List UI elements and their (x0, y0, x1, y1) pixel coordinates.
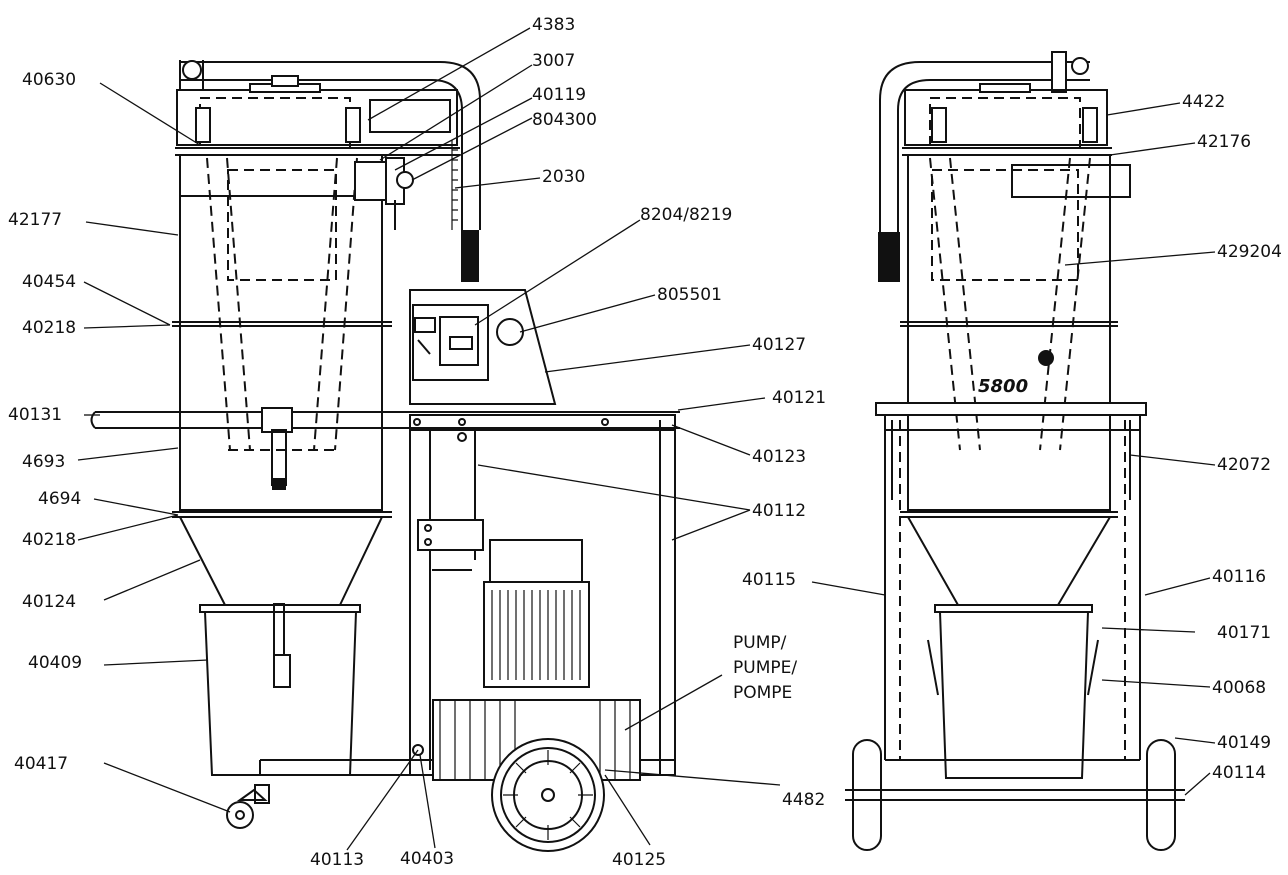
callout-804300: 804300 (532, 110, 597, 130)
callout-40630: 40630 (22, 70, 76, 90)
callout-4693: 4693 (22, 452, 65, 472)
callout-40127: 40127 (752, 335, 806, 355)
callout-42177: 42177 (8, 210, 62, 230)
callout-8204-8219: 8204/8219 (640, 205, 732, 225)
callout-805501: 805501 (657, 285, 722, 305)
front-view-drawing: 5800 (845, 51, 1185, 851)
callout-40116: 40116 (1212, 567, 1266, 587)
callout-40218-upper: 40218 (22, 318, 76, 338)
callout-40409: 40409 (28, 653, 82, 673)
logo-text: 5800 (978, 376, 1028, 397)
callout-4482: 4482 (782, 790, 825, 810)
callout-40112: 40112 (752, 501, 806, 521)
callout-42072: 42072 (1217, 455, 1271, 475)
callout-40121: 40121 (772, 388, 826, 408)
pump-label-line3: POMPE (733, 683, 792, 703)
callout-40114: 40114 (1212, 763, 1266, 783)
callout-42176: 42176 (1197, 132, 1251, 152)
callout-4694: 4694 (38, 489, 81, 509)
callout-40454: 40454 (22, 272, 76, 292)
callout-40403: 40403 (400, 849, 454, 869)
leader-lines (77, 27, 1216, 851)
callout-3007: 3007 (532, 51, 575, 71)
callout-labels: 4383 3007 40119 804300 2030 8204/8219 80… (8, 15, 1282, 870)
callout-40068: 40068 (1212, 678, 1266, 698)
callout-40171: 40171 (1217, 623, 1271, 643)
callout-40124: 40124 (22, 592, 76, 612)
side-view-drawing (90, 60, 680, 852)
callout-40417: 40417 (14, 754, 68, 774)
callout-429204: 429204 (1217, 242, 1282, 262)
callout-40125: 40125 (612, 850, 666, 870)
callout-40123: 40123 (752, 447, 806, 467)
callout-40113: 40113 (310, 850, 364, 870)
callout-4383: 4383 (532, 15, 575, 35)
pump-label-line1: PUMP/ (733, 633, 787, 653)
callout-40131: 40131 (8, 405, 62, 425)
callout-40149: 40149 (1217, 733, 1271, 753)
callout-4422: 4422 (1182, 92, 1225, 112)
pump-label-line2: PUMPE/ (733, 658, 797, 678)
callout-2030: 2030 (542, 167, 585, 187)
callout-40119: 40119 (532, 85, 586, 105)
callout-40115: 40115 (742, 570, 796, 590)
callout-40218-lower: 40218 (22, 530, 76, 550)
